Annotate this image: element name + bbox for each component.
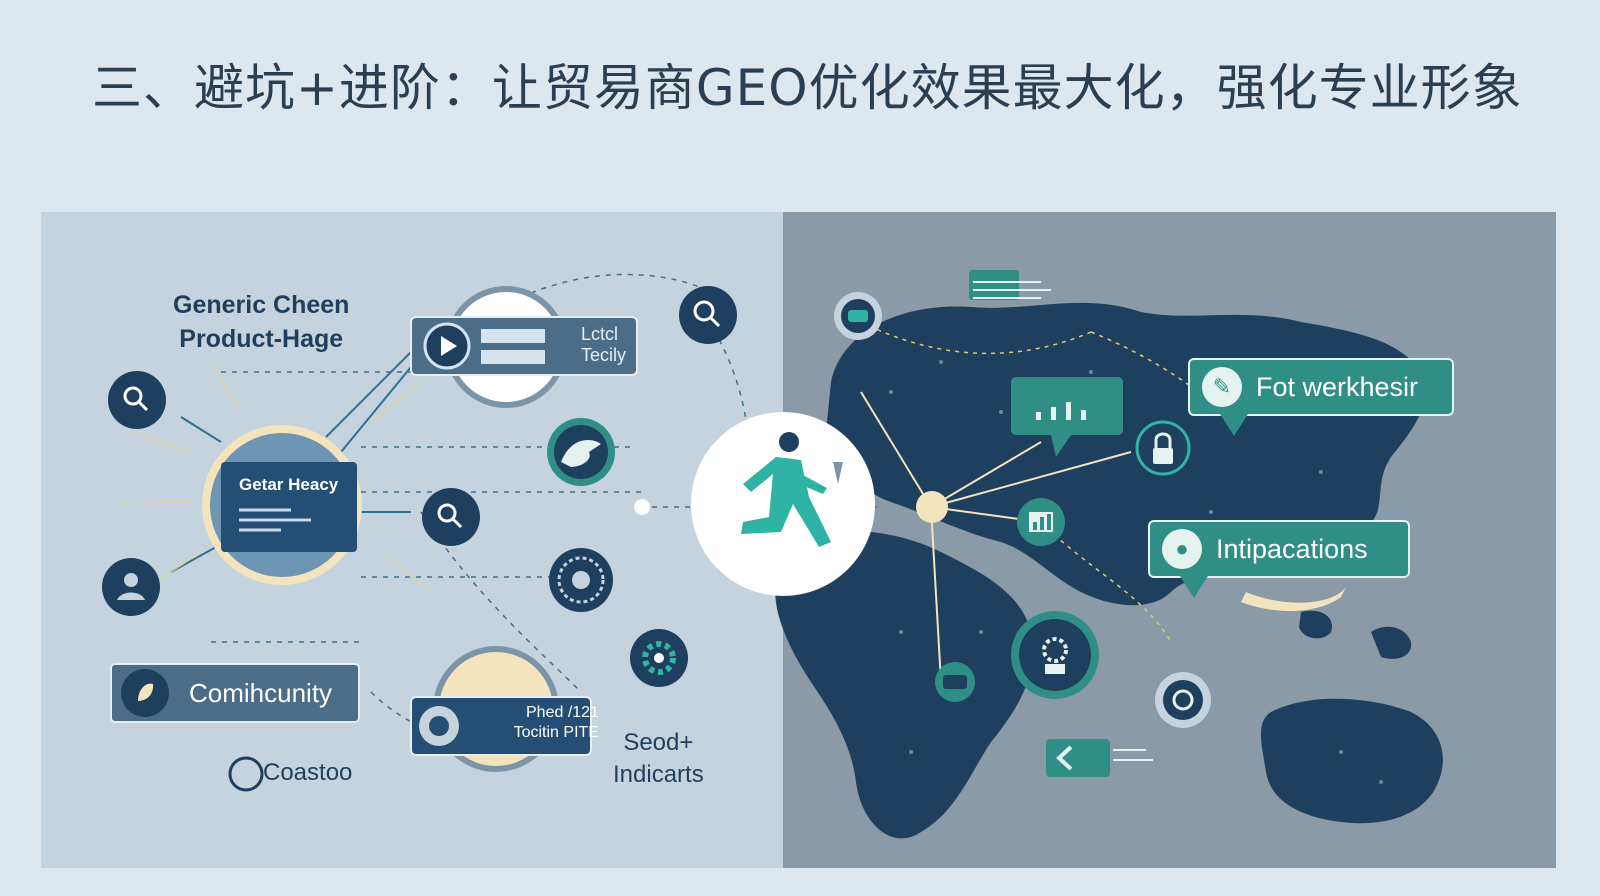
top-card-line: Tecily (581, 345, 627, 365)
rays (120, 361, 432, 593)
eagle-icon (547, 418, 615, 486)
seo-label-line: Indicarts (613, 761, 704, 788)
arc-accent (1241, 587, 1346, 612)
chart-icon (1017, 498, 1065, 546)
leaf-icon (138, 683, 154, 701)
top-card-line: Lctcl (581, 324, 619, 344)
hub-node (916, 491, 948, 523)
brand-logo-icon (228, 756, 264, 792)
center-card-label: Getar Heacy (239, 475, 339, 494)
gear-icon (630, 629, 688, 687)
left-heading-line: Generic Cheen (173, 291, 350, 319)
seo-label: Seod+ Indicarts (613, 727, 704, 791)
page-title: 三、避坑+进阶：让贸易商GEO优化效果最大化，强化专业形象 (92, 59, 1523, 117)
center-node (202, 425, 362, 585)
arrow-card-icon (1046, 739, 1153, 777)
community-card-label: Comihcunity (189, 678, 333, 708)
doc-lines-icon (969, 270, 1051, 300)
runner-icon (741, 432, 831, 547)
brand-label: Coastoo (263, 759, 353, 786)
chart-bubble-icon (1011, 377, 1123, 457)
left-heading: Generic Cheen Product-Hage (173, 288, 349, 356)
search-icon (422, 488, 480, 546)
eye-icon (1155, 672, 1211, 728)
user-icon (102, 558, 160, 616)
link-icon: ● (1162, 529, 1202, 569)
callout-top: ✎ Fot werkhesir (1188, 358, 1454, 436)
left-heading-line: Product-Hage (179, 325, 344, 353)
bottom-card-line: Tocitin PITE (513, 724, 599, 741)
bot-icon (935, 662, 975, 702)
africa-shape (775, 531, 1034, 839)
island-shape (1299, 610, 1332, 639)
bottom-card-label: Phed /121 Tocitin PITE (466, 703, 599, 743)
callout-top-label: Fot werkhesir (1256, 371, 1419, 402)
community-card-shape (110, 663, 360, 723)
lock-icon (1135, 420, 1191, 476)
callout-mid: ● Intipacations (1148, 520, 1410, 598)
bottom-card-line: Phed /121 (526, 704, 599, 721)
bottom-node (410, 646, 592, 772)
infographic-panel: Generic Cheen Product-Hage Getar Heacy L… (41, 212, 1556, 868)
australia-shape (1261, 698, 1443, 824)
callout-mid-label: Intipacations (1216, 533, 1368, 564)
left-solid-connectors (170, 351, 412, 573)
right-connectors (860, 391, 1132, 683)
bot-icon (834, 292, 882, 340)
island-shape (1371, 626, 1412, 659)
seo-label-line: Seod+ (623, 729, 694, 756)
top-card-label: Lctcl Tecily (581, 324, 626, 366)
top-node (410, 286, 638, 408)
pin-icon: ✎ (1202, 367, 1242, 407)
gear-icon (1011, 611, 1099, 699)
search-icon (108, 371, 166, 429)
search-icon (679, 286, 737, 344)
runner-node (634, 412, 875, 596)
target-icon (549, 548, 613, 612)
